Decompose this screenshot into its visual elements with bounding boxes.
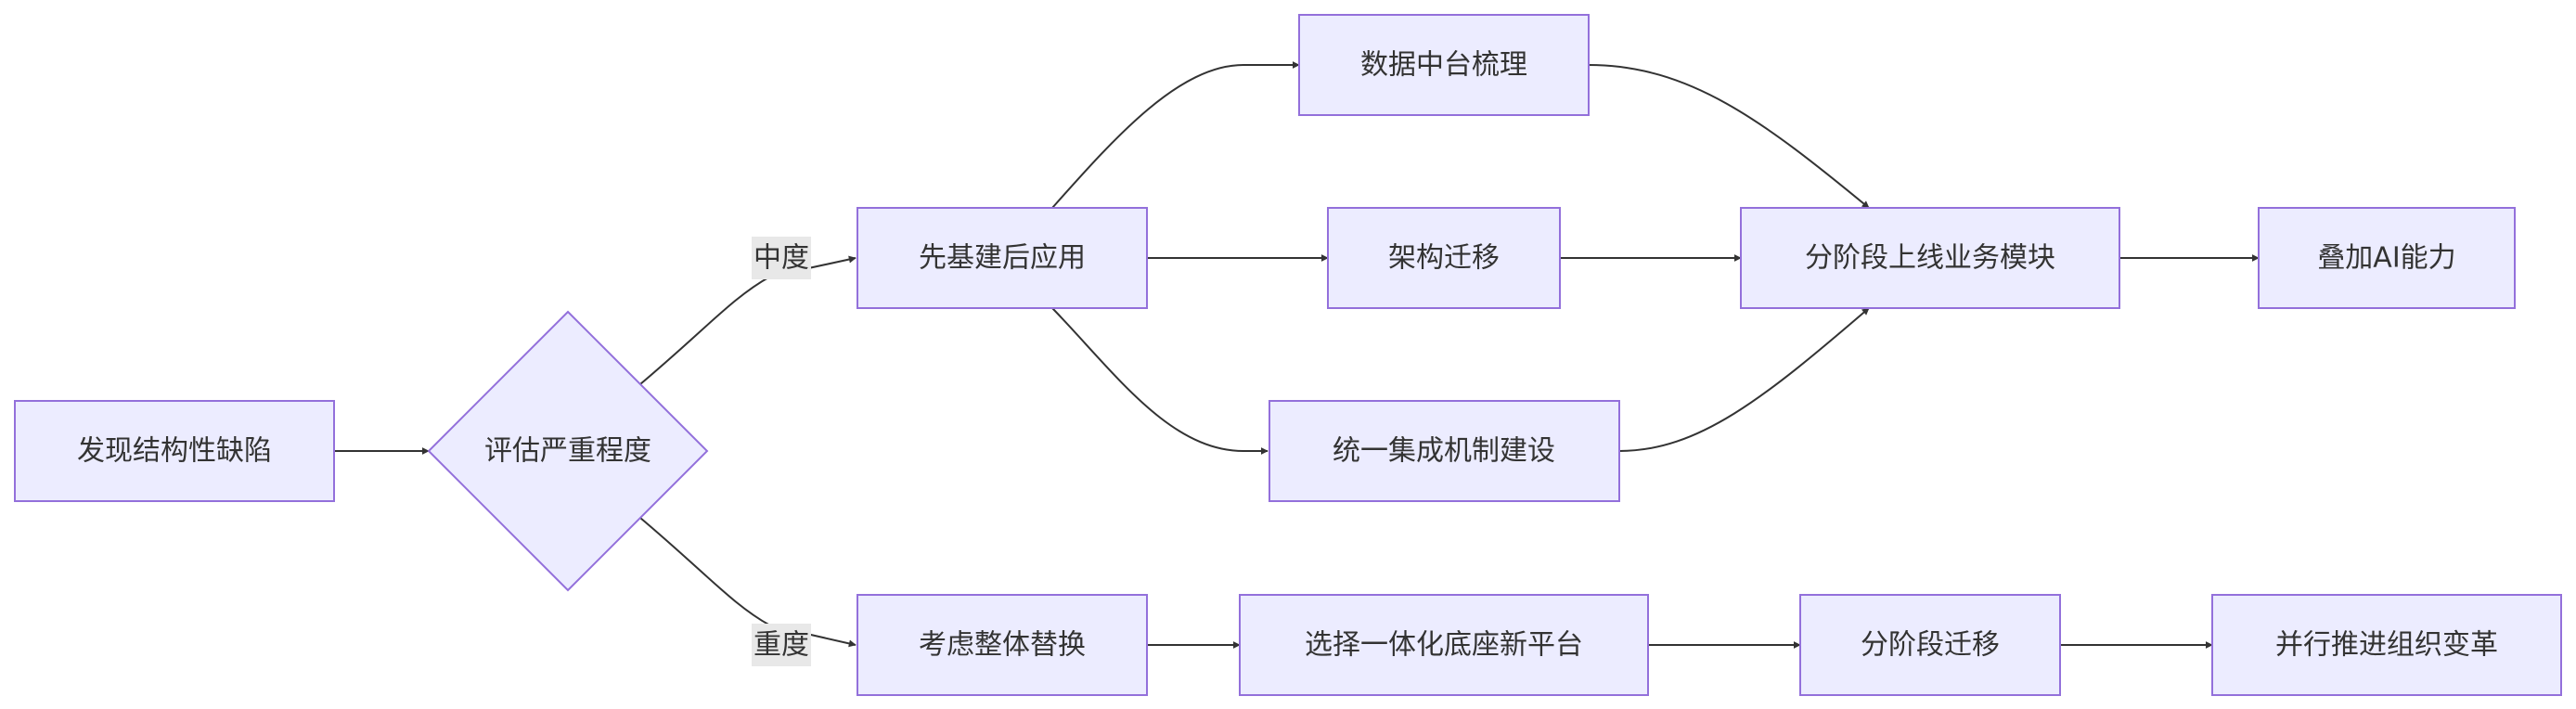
edge-label-severe: 重度 xyxy=(752,624,811,666)
node-consider-replace-label: 考虑整体替换 xyxy=(919,629,1086,662)
node-phased-migration-label: 分阶段迁移 xyxy=(1861,629,2000,662)
node-consider-replace[interactable]: 考虑整体替换 xyxy=(857,594,1148,696)
edge-unified-integration-to-phased-launch xyxy=(1618,307,1870,452)
node-choose-platform-label: 选择一体化底座新平台 xyxy=(1305,629,1583,662)
node-discover[interactable]: 发现结构性缺陷 xyxy=(14,400,335,502)
edge-assess-to-consider-replace xyxy=(639,517,857,648)
node-phased-launch-label: 分阶段上线业务模块 xyxy=(1805,242,2055,275)
node-phased-migration[interactable]: 分阶段迁移 xyxy=(1799,594,2061,696)
node-add-ai[interactable]: 叠加AI能力 xyxy=(2258,207,2516,309)
node-data-platform[interactable]: 数据中台梳理 xyxy=(1298,14,1590,116)
node-parallel-change[interactable]: 并行推进组织变革 xyxy=(2211,594,2562,696)
node-discover-label: 发现结构性缺陷 xyxy=(77,435,272,468)
node-unified-integration-label: 统一集成机制建设 xyxy=(1333,435,1555,468)
edge-data-platform-to-phased-launch xyxy=(1588,64,1870,209)
node-infra-first-label: 先基建后应用 xyxy=(919,242,1086,275)
node-arch-migration[interactable]: 架构迁移 xyxy=(1327,207,1561,309)
node-phased-launch[interactable]: 分阶段上线业务模块 xyxy=(1740,207,2120,309)
node-unified-integration[interactable]: 统一集成机制建设 xyxy=(1269,400,1620,502)
node-data-platform-label: 数据中台梳理 xyxy=(1360,49,1527,82)
node-parallel-change-label: 并行推进组织变革 xyxy=(2275,629,2498,662)
edges xyxy=(334,61,2260,649)
edge-assess-to-infra-first xyxy=(639,255,857,385)
edge-label-severe-text: 重度 xyxy=(753,629,809,662)
node-arch-migration-label: 架构迁移 xyxy=(1388,242,1500,275)
edge-infra-first-to-unified-integration xyxy=(1051,307,1269,455)
edge-label-moderate: 中度 xyxy=(752,237,811,279)
edge-infra-first-to-data-platform xyxy=(1051,61,1300,209)
node-assess[interactable]: 评估严重程度 xyxy=(427,310,709,592)
edge-label-moderate-text: 中度 xyxy=(753,242,809,275)
node-assess-label: 评估严重程度 xyxy=(484,435,651,468)
node-choose-platform[interactable]: 选择一体化底座新平台 xyxy=(1239,594,1649,696)
node-infra-first[interactable]: 先基建后应用 xyxy=(857,207,1148,309)
node-add-ai-label: 叠加AI能力 xyxy=(2317,242,2455,275)
